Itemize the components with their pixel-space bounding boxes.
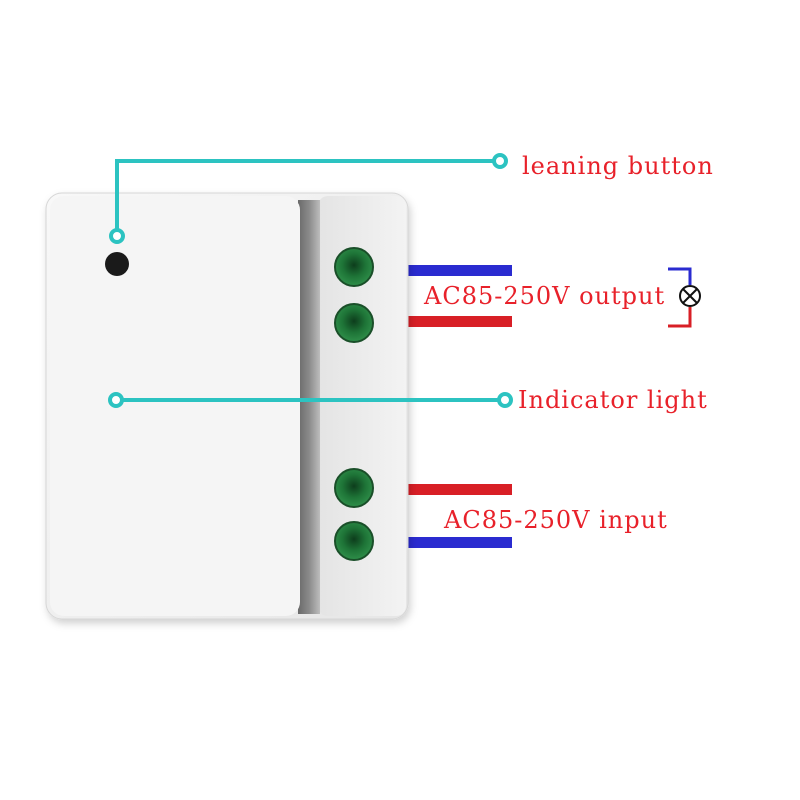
learning-button-callout (109, 153, 508, 244)
learning-button-label: leaning button (522, 152, 714, 180)
input-live-wire (400, 484, 512, 495)
housing-separator (298, 200, 320, 614)
output-live-wire (400, 316, 512, 327)
output-label: AC85-250V output (424, 282, 666, 310)
output-wires (400, 265, 512, 327)
learning-button[interactable] (105, 252, 129, 276)
terminal-screw (334, 303, 374, 343)
input-label: AC85-250V input (444, 506, 668, 534)
terminal-panel (318, 196, 406, 616)
input-neutral-wire (400, 537, 512, 548)
terminal-screw (334, 468, 374, 508)
indicator-light-label: Indicator light (518, 386, 708, 414)
lamp-cross-icon (679, 285, 701, 307)
terminal-screw (334, 521, 374, 561)
output-neutral-wire (400, 265, 512, 276)
terminal-screw (334, 247, 374, 287)
load-lamp-symbol (668, 267, 701, 328)
indicator-light-callout (108, 392, 513, 408)
terminal-screws (334, 247, 374, 561)
input-wires (400, 484, 512, 548)
front-cover (50, 196, 300, 616)
